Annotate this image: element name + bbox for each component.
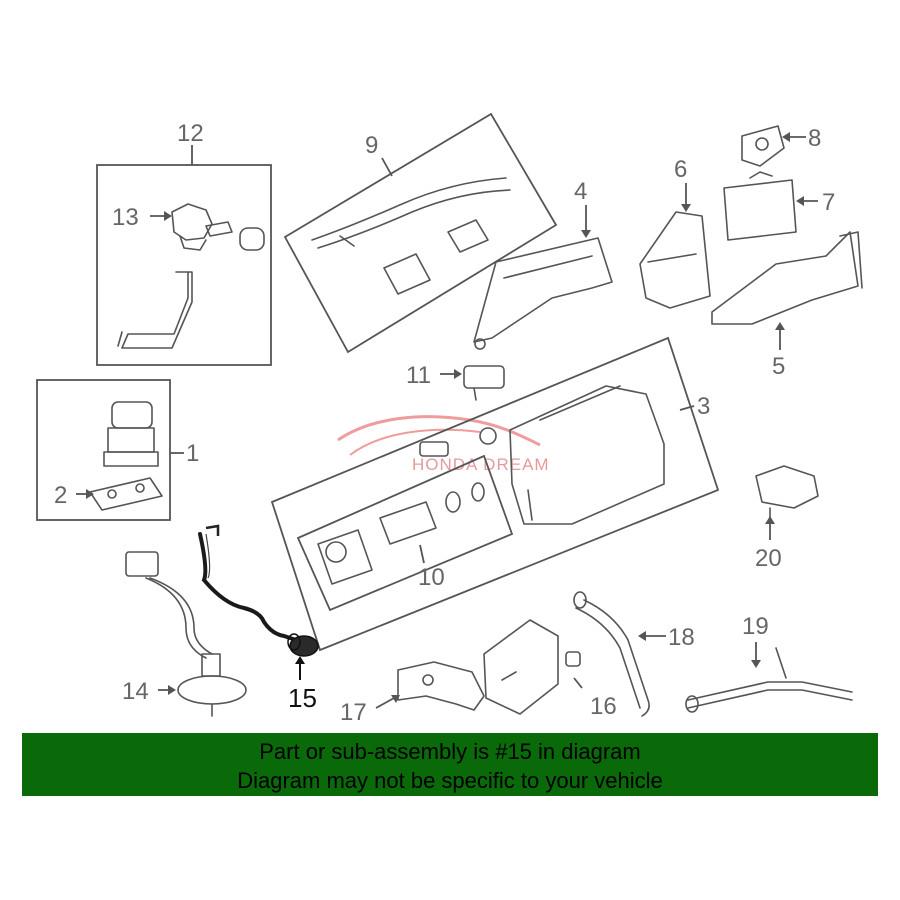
part-14-oxygen-sensor[interactable] — [125, 551, 247, 717]
callout-1: 1 — [186, 440, 199, 467]
watermark-text: HONDA DREAM — [412, 455, 550, 474]
group-box-1 — [36, 379, 171, 521]
part-8-bracket[interactable] — [741, 125, 785, 167]
part-9-pipe[interactable] — [311, 177, 511, 249]
callout-7: 7 — [822, 189, 835, 216]
callout-20: 20 — [755, 545, 782, 572]
group-box-12 — [96, 164, 272, 366]
callout-9: 9 — [365, 132, 378, 159]
part-6-bracket[interactable] — [639, 211, 711, 309]
callout-3: 3 — [697, 393, 710, 420]
callout-2: 2 — [54, 482, 67, 509]
part-9-bracket-b[interactable] — [447, 219, 489, 253]
part-1-egr-valve[interactable] — [103, 401, 159, 467]
part-16-canister[interactable] — [483, 619, 581, 715]
part-20-sensor[interactable] — [755, 465, 819, 519]
callout-5: 5 — [772, 353, 785, 380]
callout-11: 11 — [406, 362, 431, 389]
callout-13: 13 — [112, 204, 139, 231]
callout-8: 8 — [808, 125, 821, 152]
banner-line-1: Part or sub-assembly is #15 in diagram — [259, 739, 641, 764]
part-11-sensor[interactable] — [463, 365, 505, 401]
group-box-9 — [283, 112, 558, 354]
banner-line-2: Diagram may not be specific to your vehi… — [237, 768, 663, 793]
callout-4: 4 — [574, 178, 587, 205]
part-5-shield[interactable] — [711, 231, 863, 325]
part-17-bracket[interactable] — [397, 661, 485, 711]
callout-17: 17 — [340, 699, 367, 726]
callout-12: 12 — [177, 120, 204, 147]
callout-6: 6 — [674, 156, 687, 183]
part-7-module[interactable] — [723, 171, 797, 241]
callout-15: 15 — [288, 683, 317, 713]
callout-19: 19 — [742, 613, 769, 640]
info-banner: Part or sub-assembly is #15 in diagram D… — [22, 733, 878, 796]
part-13-valve[interactable] — [171, 203, 265, 251]
part-2-gasket[interactable] — [89, 477, 163, 511]
watermark-logo: HONDA DREAM — [337, 415, 550, 474]
callout-14: 14 — [122, 678, 149, 705]
part-9-bracket-a[interactable] — [383, 253, 431, 295]
group-box-10 — [296, 454, 514, 612]
callout-16: 16 — [590, 693, 617, 720]
part-4-cover[interactable] — [473, 237, 613, 350]
group-box-3 — [270, 336, 720, 652]
callout-10: 10 — [418, 564, 445, 591]
part-12-hose[interactable] — [117, 271, 193, 349]
part-19-pipe[interactable] — [685, 647, 853, 713]
part-3-canister[interactable] — [509, 385, 665, 525]
callout-18: 18 — [668, 624, 695, 651]
part-18-hose[interactable] — [573, 591, 650, 717]
part-15-harness[interactable] — [198, 524, 319, 657]
part-10-valve[interactable] — [317, 427, 497, 585]
